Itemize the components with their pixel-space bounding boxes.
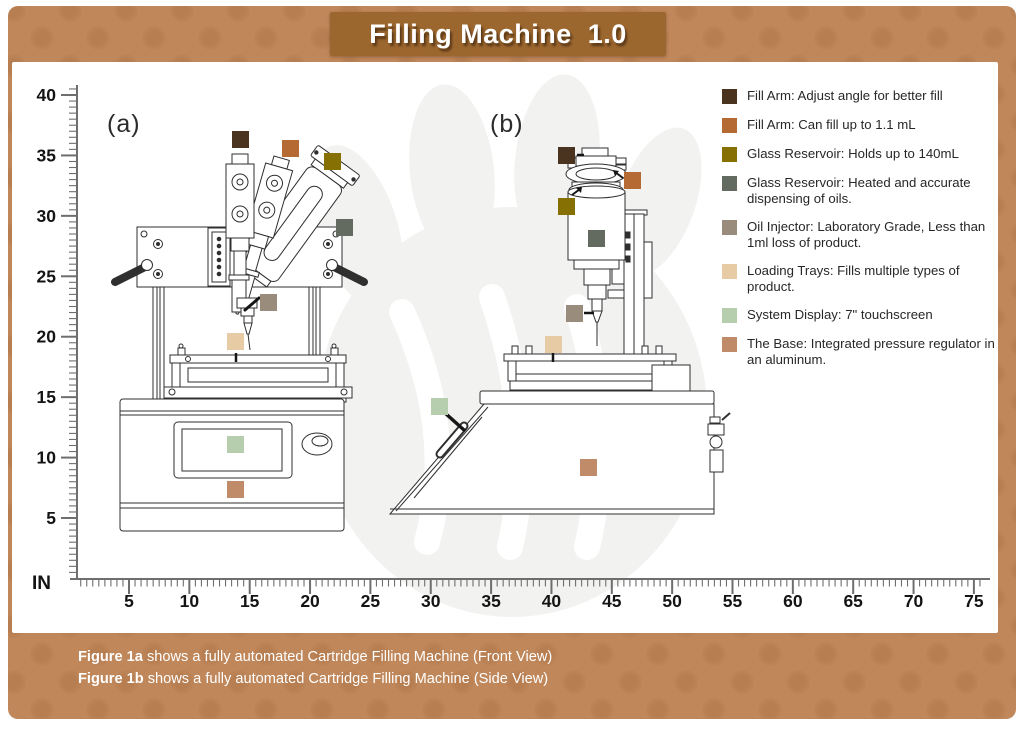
legend-color-swatch <box>722 264 737 279</box>
diagram-panel: 5 10 15 20 25 30 35 40 45 50 55 60 65 70 75 40 35 30 25 20 1… <box>12 62 998 633</box>
svg-text:55: 55 <box>723 591 743 611</box>
legend-item: System Display: 7" touchscreen <box>722 307 998 323</box>
marker-a-loading-trays <box>227 333 244 350</box>
marker-b-fill-arm-angle <box>558 147 575 164</box>
marker-a-oil-injector <box>260 294 277 311</box>
title-banner: Filling Machine 1.0 <box>330 12 666 56</box>
legend-item: Fill Arm: Can fill up to 1.1 mL <box>722 117 998 133</box>
caption-figure-1b: Figure 1b shows a fully automated Cartri… <box>78 671 549 687</box>
legend-color-swatch <box>722 89 737 104</box>
marker-a-glass-reservoir-heated <box>336 219 353 236</box>
legend-color-swatch <box>722 147 737 162</box>
view-a-label: (a) <box>107 110 141 138</box>
legend-color-swatch <box>722 308 737 323</box>
svg-text:15: 15 <box>37 387 57 407</box>
marker-b-glass-reservoir-capacity <box>558 198 575 215</box>
svg-text:70: 70 <box>904 591 924 611</box>
svg-text:10: 10 <box>37 448 57 468</box>
svg-text:75: 75 <box>964 591 984 611</box>
legend-item: Oil Injector: Laboratory Grade, Less tha… <box>722 219 998 250</box>
svg-text:25: 25 <box>37 266 57 286</box>
marker-b-fill-arm-volume <box>624 172 641 189</box>
marker-pointer-lines <box>234 153 624 432</box>
svg-text:20: 20 <box>37 327 57 347</box>
marker-a-fill-arm-volume <box>282 140 299 157</box>
marker-b-oil-injector <box>566 305 583 322</box>
marker-b-the-base <box>580 459 597 476</box>
view-b-label: (b) <box>490 110 524 138</box>
marker-b-glass-reservoir-heated <box>588 230 605 247</box>
legend-color-swatch <box>722 337 737 352</box>
legend-item: Fill Arm: Adjust angle for better fill <box>722 88 998 104</box>
svg-text:40: 40 <box>542 591 562 611</box>
svg-text:35: 35 <box>37 145 57 165</box>
legend-label: Fill Arm: Can fill up to 1.1 mL <box>747 117 916 132</box>
legend-color-swatch <box>722 118 737 133</box>
figure-captions: Figure 1a shows a fully automated Cartri… <box>78 646 552 690</box>
svg-text:35: 35 <box>481 591 501 611</box>
marker-a-the-base <box>227 481 244 498</box>
legend-item: Glass Reservoir: Holds up to 140mL <box>722 146 998 162</box>
caption-figure-1a: Figure 1a shows a fully automated Cartri… <box>78 649 553 665</box>
marker-a-glass-reservoir-capacity <box>324 153 341 170</box>
marker-a-fill-arm-angle <box>232 131 249 148</box>
svg-text:15: 15 <box>240 591 260 611</box>
svg-text:50: 50 <box>662 591 682 611</box>
legend-item: The Base: Integrated pressure regulator … <box>722 336 998 367</box>
legend-color-swatch <box>722 176 737 191</box>
svg-text:25: 25 <box>361 591 381 611</box>
legend-label: Glass Reservoir: Heated and accurate dis… <box>747 175 971 206</box>
side-view-drawing <box>388 147 731 515</box>
legend-label: Loading Trays: Fills multiple types of p… <box>747 263 960 294</box>
legend: Fill Arm: Adjust angle for better fill F… <box>722 88 998 380</box>
legend-label: Glass Reservoir: Holds up to 140mL <box>747 146 959 161</box>
svg-text:5: 5 <box>46 508 56 528</box>
axis-unit-label: IN <box>32 573 51 594</box>
svg-text:45: 45 <box>602 591 622 611</box>
legend-item: Loading Trays: Fills multiple types of p… <box>722 263 998 294</box>
svg-text:30: 30 <box>37 206 57 226</box>
watermark-paw <box>310 74 707 617</box>
page-title: Filling Machine 1.0 <box>369 18 627 49</box>
legend-label: The Base: Integrated pressure regulator … <box>747 336 995 367</box>
ruler-axes: 5 10 15 20 25 30 35 40 45 50 55 60 65 70 75 40 35 30 25 20 1… <box>37 85 990 611</box>
marker-b-system-display <box>431 398 448 415</box>
svg-text:60: 60 <box>783 591 803 611</box>
legend-label: Fill Arm: Adjust angle for better fill <box>747 88 943 103</box>
svg-text:10: 10 <box>180 591 200 611</box>
legend-item: Glass Reservoir: Heated and accurate dis… <box>722 175 998 206</box>
svg-text:30: 30 <box>421 591 441 611</box>
marker-a-system-display <box>227 436 244 453</box>
svg-text:40: 40 <box>37 85 57 105</box>
marker-b-loading-trays <box>545 336 562 353</box>
svg-text:65: 65 <box>843 591 863 611</box>
legend-color-swatch <box>722 220 737 235</box>
svg-text:20: 20 <box>300 591 320 611</box>
legend-label: System Display: 7" touchscreen <box>747 307 933 322</box>
svg-text:5: 5 <box>124 591 134 611</box>
legend-label: Oil Injector: Laboratory Grade, Less tha… <box>747 219 986 250</box>
